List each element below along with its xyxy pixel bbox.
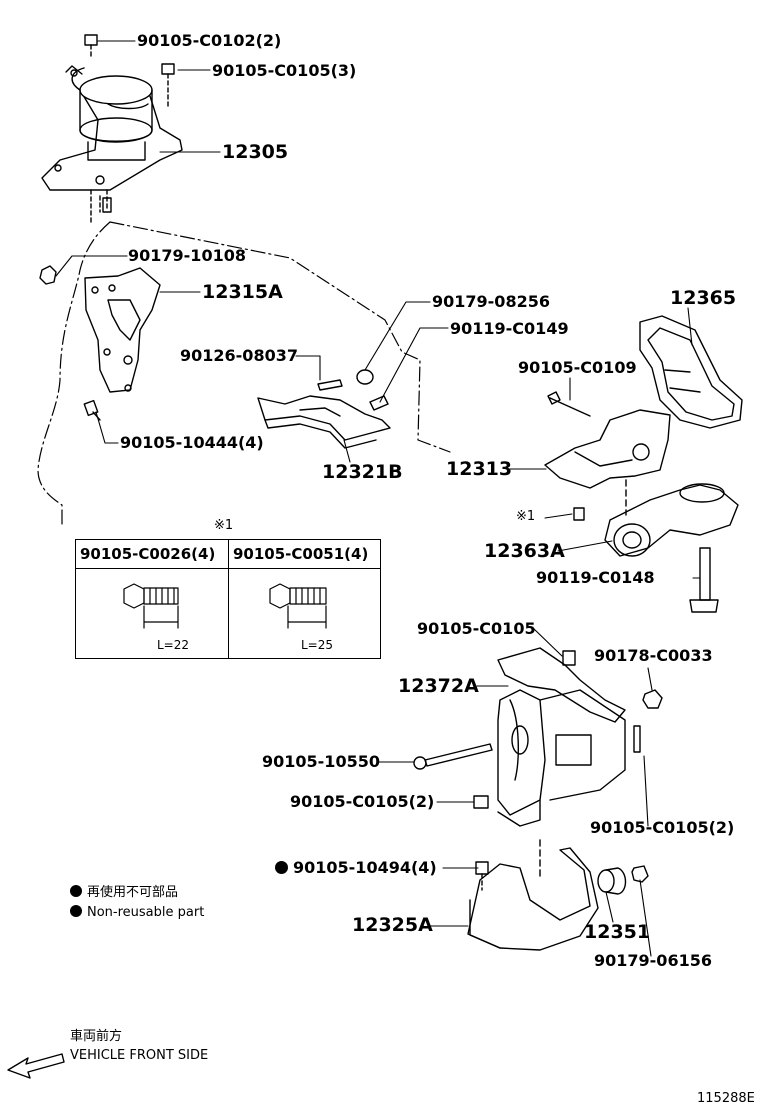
legend-dot-en-icon bbox=[70, 905, 82, 917]
table-divider-horizontal bbox=[76, 568, 380, 569]
table-col1-header: 90105-C0026(4) bbox=[80, 545, 216, 563]
label-nut-08256: 90179-08256 bbox=[432, 292, 550, 311]
label-bracket-12372a: 12372A bbox=[398, 675, 479, 697]
bolt-c0148 bbox=[689, 547, 719, 613]
figure-id: 115288E bbox=[697, 1091, 755, 1106]
nut-c0033 bbox=[642, 689, 663, 709]
rear-mount-12363a bbox=[604, 483, 739, 557]
label-cover-12365: 12365 bbox=[670, 287, 737, 309]
label-bolt-10494: 90105-10494(4) bbox=[275, 859, 437, 877]
nut-08256 bbox=[356, 369, 374, 385]
legend-en: Non-reusable part bbox=[70, 905, 204, 920]
label-bolt-top: 90105-C0102(2) bbox=[137, 31, 282, 50]
label-bolt-10494-text: 90105-10494(4) bbox=[293, 858, 437, 877]
label-bolt-top2: 90105-C0105(3) bbox=[212, 61, 357, 80]
nut-left bbox=[39, 265, 57, 285]
label-bracket-12313: 12313 bbox=[446, 458, 513, 480]
table-bolt-2-icon bbox=[269, 583, 327, 629]
upper-mount-bolts bbox=[84, 34, 175, 223]
label-bolt-c0149: 90119-C0149 bbox=[450, 319, 569, 338]
label-bolt-c0148: 90119-C0148 bbox=[536, 568, 655, 587]
label-bolt-10444: 90105-10444(4) bbox=[120, 433, 264, 452]
stud-08037 bbox=[317, 379, 343, 391]
engine-outline bbox=[37, 221, 451, 526]
bolt-length-table: 90105-C0026(4) 90105-C0051(4) L=22 L=25 bbox=[75, 539, 381, 659]
label-mount-12363a: 12363A bbox=[484, 540, 565, 562]
bracket-12325a bbox=[467, 839, 599, 951]
table-col1-length: L=22 bbox=[157, 638, 190, 652]
left-bracket bbox=[84, 267, 161, 393]
label-nut-06156: 90179-06156 bbox=[594, 951, 712, 970]
vehicle-front-arrow-icon bbox=[7, 1053, 65, 1079]
bracket-12372a bbox=[497, 647, 626, 827]
label-bolt-c0105-2a: 90105-C0105(2) bbox=[290, 792, 435, 811]
label-nut-c0033: 90178-C0033 bbox=[594, 646, 713, 665]
label-bolt-10550: 90105-10550 bbox=[262, 752, 380, 771]
leader-lines bbox=[55, 40, 701, 957]
ref-bolt-1 bbox=[573, 507, 585, 521]
label-bracket-left: 12315A bbox=[202, 281, 283, 303]
bolt-10494 bbox=[475, 861, 489, 891]
label-bolt-c0105: 90105-C0105 bbox=[417, 619, 536, 638]
direction-label-en: VEHICLE FRONT SIDE bbox=[70, 1048, 209, 1063]
legend-jp: 再使用不可部品 bbox=[70, 885, 178, 900]
table-col2-length: L=25 bbox=[301, 638, 334, 652]
bolt-c0109 bbox=[547, 391, 591, 417]
center-bracket-12321b bbox=[257, 395, 391, 449]
bracket-12313 bbox=[544, 409, 671, 489]
nut-06156 bbox=[631, 865, 649, 883]
label-bracket-12325a: 12325A bbox=[352, 914, 433, 936]
table-divider-vertical bbox=[228, 540, 229, 658]
label-nut-left: 90179-10108 bbox=[128, 246, 246, 265]
stopper-12351 bbox=[597, 867, 627, 895]
cover-12365 bbox=[639, 315, 743, 429]
label-bracket-12321b: 12321B bbox=[322, 461, 403, 483]
legend-en-text: Non-reusable part bbox=[87, 905, 205, 920]
label-stopper-12351: 12351 bbox=[584, 921, 651, 943]
label-bolt-c0109: 90105-C0109 bbox=[518, 358, 637, 377]
label-ref-mark: ※1 bbox=[516, 509, 536, 524]
legend-jp-text: 再使用不可部品 bbox=[87, 885, 179, 900]
label-stud: 90126-08037 bbox=[180, 346, 298, 365]
left-bolt-10444 bbox=[83, 399, 101, 421]
label-bolt-c0105-2b: 90105-C0105(2) bbox=[590, 818, 735, 837]
table-bolt-1-icon bbox=[123, 583, 179, 629]
upper-engine-mount bbox=[41, 65, 183, 191]
legend-dot-jp-icon bbox=[70, 885, 82, 897]
table-note-mark: ※1 bbox=[214, 518, 234, 533]
non-reusable-dot-icon bbox=[275, 861, 288, 874]
table-col2-header: 90105-C0051(4) bbox=[233, 545, 369, 563]
label-mount-upper: 12305 bbox=[222, 141, 289, 163]
bolt-c0105-2b bbox=[633, 725, 641, 753]
direction-label-jp: 車両前方 bbox=[70, 1029, 123, 1044]
bolt-c0105 bbox=[562, 650, 576, 666]
bolt-10550 bbox=[413, 743, 493, 770]
bolt-c0105-2a bbox=[473, 795, 489, 809]
bolt-c0149 bbox=[369, 395, 389, 411]
